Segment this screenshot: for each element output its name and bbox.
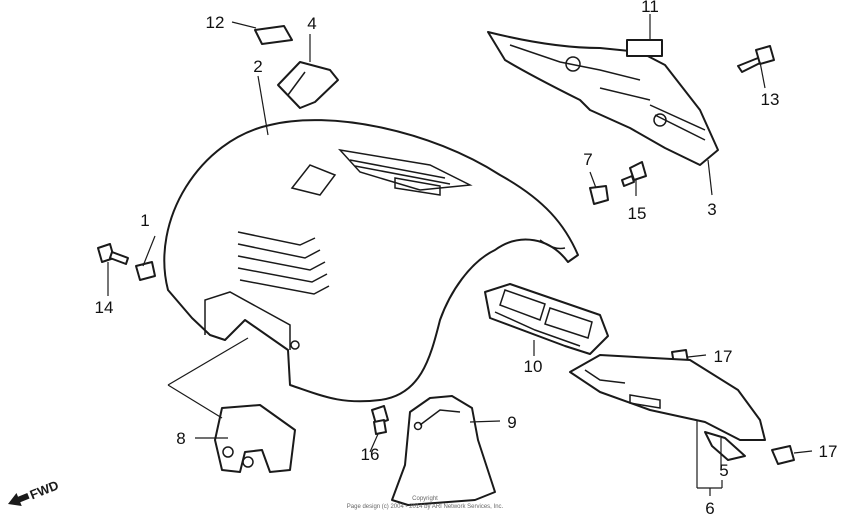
- copyright-line-2: Page design (c) 2004 - 2014 by ARI Netwo…: [347, 504, 504, 510]
- callout-17-upper: 17: [714, 347, 733, 366]
- callout-17-lower: 17: [819, 442, 838, 461]
- callout-1: 1: [140, 211, 149, 230]
- callout-10: 10: [524, 357, 543, 376]
- part-bolt-13: [737, 45, 775, 73]
- callout-labels: 1 2 3 4 5 6 7 8 9 10 11 12 13 14 15 16 1…: [95, 0, 838, 518]
- fender-vent-slats: [237, 231, 330, 295]
- part-rear-fender: [163, 119, 579, 403]
- part-label-11: [626, 39, 663, 57]
- callout-5: 5: [719, 461, 728, 480]
- part-grab-bar: [487, 31, 719, 166]
- callout-15: 15: [628, 204, 647, 223]
- part-bracket-8: [214, 404, 296, 473]
- callout-7: 7: [583, 150, 592, 169]
- part-screw-15: [621, 161, 647, 187]
- callout-4: 4: [307, 14, 316, 33]
- forward-arrow-icon: [8, 492, 30, 506]
- part-collar-1: [135, 261, 156, 281]
- callout-14: 14: [95, 298, 114, 317]
- part-collar-7: [589, 185, 609, 205]
- part-bolt-16: [371, 405, 389, 435]
- fwd-label: FWD: [28, 477, 61, 502]
- callout-2: 2: [253, 57, 262, 76]
- callout-9: 9: [507, 413, 516, 432]
- leader-lines: [107, 14, 813, 496]
- callout-12: 12: [206, 13, 225, 32]
- part-label-12: [254, 25, 293, 45]
- part-lamp-assembly: [484, 283, 609, 355]
- part-flap: [277, 61, 339, 109]
- callout-3: 3: [707, 200, 716, 219]
- callout-6: 6: [705, 499, 714, 518]
- part-bolt-14: [97, 243, 129, 265]
- copyright-line-1: Copyright: [412, 496, 438, 502]
- callout-11: 11: [641, 0, 659, 16]
- part-mudguard-9: [391, 395, 496, 506]
- callout-8: 8: [176, 429, 185, 448]
- part-nut-17-lower: [771, 445, 795, 465]
- callout-13: 13: [761, 90, 780, 109]
- callout-16: 16: [361, 445, 380, 464]
- forward-indicator: FWD: [8, 477, 61, 506]
- part-reflector-5: [704, 431, 746, 461]
- part-lower-fender: [569, 354, 766, 441]
